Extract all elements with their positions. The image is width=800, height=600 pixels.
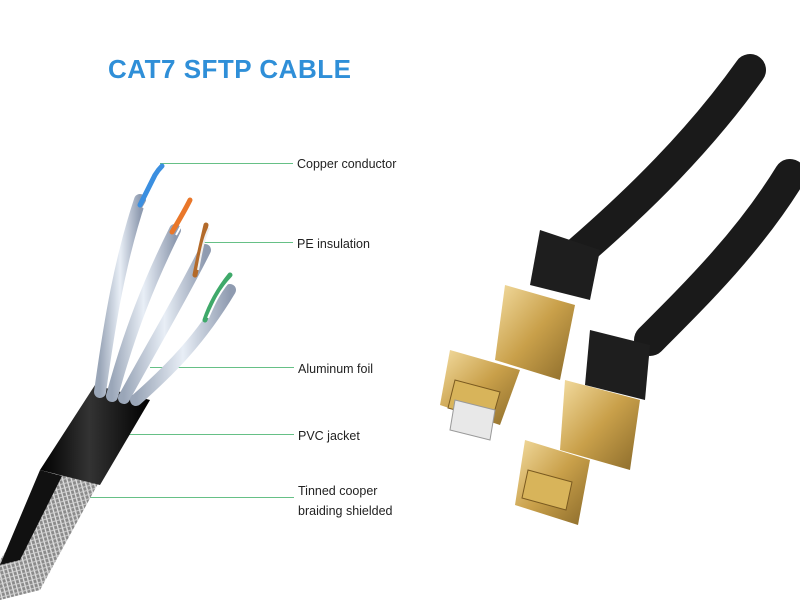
leader-line-pvc bbox=[105, 434, 294, 436]
leader-line-braid bbox=[62, 497, 294, 499]
label-pvc-jacket: PVC jacket bbox=[298, 429, 360, 443]
rj45-plug-left bbox=[440, 230, 600, 441]
page-title: CAT7 SFTP CABLE bbox=[108, 54, 352, 84]
pvc-jacket bbox=[0, 385, 150, 565]
label-tinned-braid: Tinned cooper braiding shielded bbox=[298, 481, 393, 521]
rj45-plug-right bbox=[515, 330, 650, 525]
label-aluminum-foil: Aluminum foil bbox=[298, 362, 374, 376]
label-copper-conductor: Copper conductor bbox=[297, 157, 397, 171]
label-pe-insulation: PE insulation bbox=[297, 237, 370, 251]
leader-line-copper bbox=[160, 163, 293, 165]
aluminum-foil-pairs bbox=[94, 194, 236, 406]
label-tinned-braid-line1: Tinned cooper bbox=[298, 484, 378, 498]
leader-line-foil bbox=[150, 367, 294, 369]
twisted-pair-wires bbox=[137, 163, 234, 323]
leader-line-pe bbox=[200, 242, 293, 244]
patch-cable-illustration bbox=[440, 54, 800, 525]
label-tinned-braid-line2: braiding shielded bbox=[298, 504, 393, 518]
tinned-braid-shield bbox=[0, 470, 100, 600]
